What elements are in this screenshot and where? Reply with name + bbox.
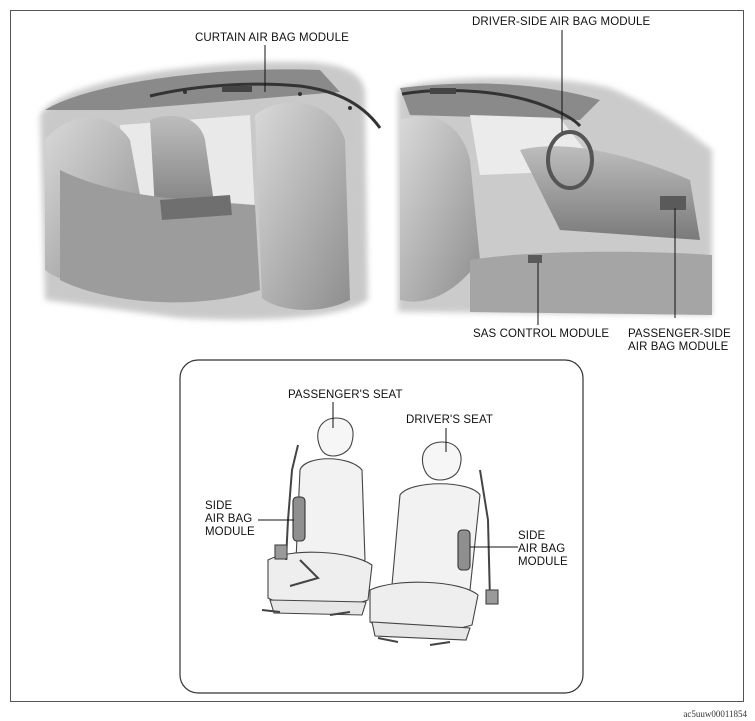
drivers-seat-label: DRIVER'S SEAT bbox=[406, 414, 493, 426]
front-interior-illustration bbox=[398, 77, 712, 315]
passengers-seat-label: PASSENGER'S SEAT bbox=[288, 389, 403, 401]
figure-frame bbox=[10, 10, 744, 702]
passenger-side-air-bag-module-label: PASSENGER-SIDE AIR BAG MODULE bbox=[628, 328, 731, 353]
rear-interior-illustration bbox=[40, 61, 382, 320]
driver-side-air-bag-module-label: DRIVER-SIDE AIR BAG MODULE bbox=[472, 16, 651, 28]
figure-id: ac5uuw00011854 bbox=[683, 709, 747, 719]
passengers-seat-illustration bbox=[261, 417, 373, 616]
curtain-air-bag-module-label: CURTAIN AIR BAG MODULE bbox=[195, 32, 349, 44]
sas-control-module-label: SAS CONTROL MODULE bbox=[473, 328, 610, 340]
side-air-bag-module-label-left: SIDE AIR BAG MODULE bbox=[205, 500, 255, 538]
side-air-bag-module-label-right: SIDE AIR BAG MODULE bbox=[518, 530, 568, 568]
leader-lines bbox=[258, 30, 676, 548]
drivers-seat-illustration bbox=[369, 441, 499, 646]
